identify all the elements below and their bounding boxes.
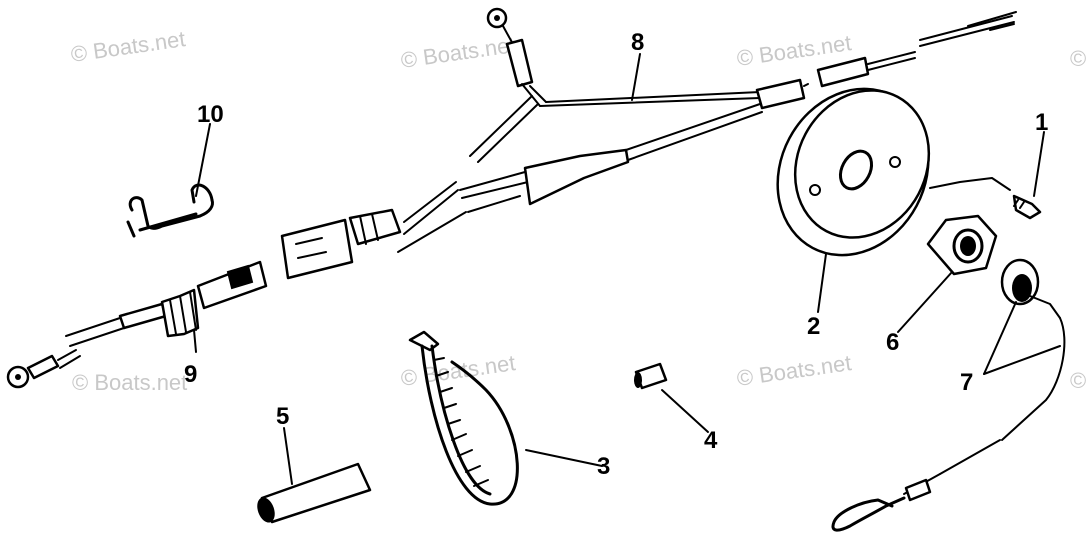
nut-part-6 — [926, 214, 998, 276]
callout-4: 4 — [704, 427, 718, 454]
wire-harness-part-8 — [280, 7, 1017, 280]
watermark: © Boats.net — [1070, 46, 1091, 71]
callouts: 1 2 3 4 5 6 7 8 9 10 — [184, 29, 1048, 480]
tube-part-5 — [257, 462, 372, 524]
clip-part-10 — [126, 183, 214, 238]
callout-7: 7 — [960, 369, 973, 396]
watermark: © Boats.net — [735, 350, 853, 391]
watermark: © Boats.net — [1070, 368, 1091, 393]
callout-2: 2 — [807, 313, 820, 340]
cover-plate-part-2 — [776, 87, 931, 257]
watermark: © Boats.net — [399, 350, 517, 391]
sleeve-part-4 — [634, 362, 668, 390]
connector-plug-part-9 — [6, 260, 268, 389]
callout-5: 5 — [276, 403, 289, 430]
cable-tie-part-3 — [408, 330, 519, 506]
callout-6: 6 — [886, 329, 899, 356]
lanyard-part-7 — [831, 258, 1066, 532]
watermark: © Boats.net — [399, 32, 517, 73]
callout-8: 8 — [631, 29, 644, 56]
screw-part-1 — [929, 177, 1042, 220]
callout-3: 3 — [597, 453, 610, 480]
leader-lines — [193, 53, 1061, 485]
callout-1: 1 — [1035, 109, 1048, 136]
watermark: © Boats.net — [72, 370, 187, 395]
watermark: © Boats.net — [69, 26, 187, 67]
callout-10: 10 — [197, 101, 224, 128]
callout-9: 9 — [184, 361, 197, 388]
watermarks: © Boats.net © Boats.net © Boats.net © Bo… — [69, 26, 1091, 395]
